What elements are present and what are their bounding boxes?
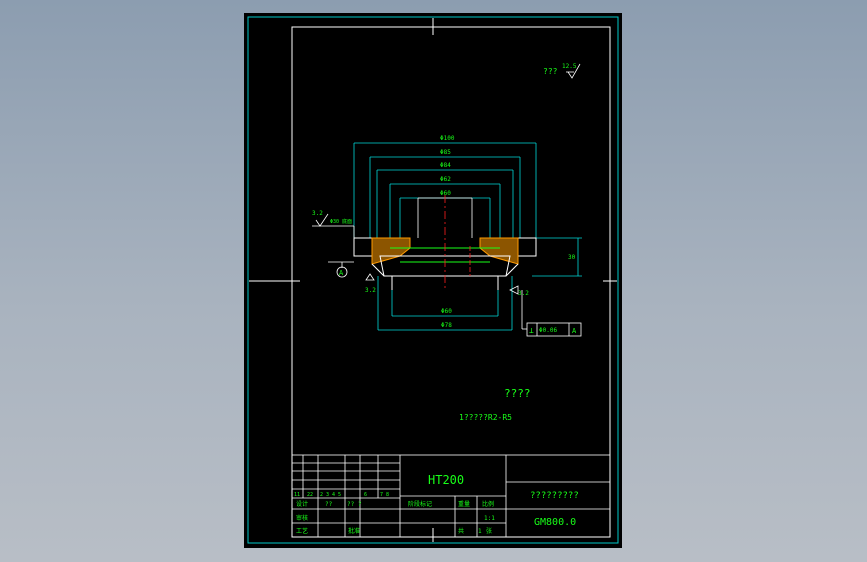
dim-d4: Φ62 — [440, 176, 451, 183]
svg-text:张: 张 — [486, 527, 492, 535]
outer-frame — [247, 16, 619, 544]
svg-text:1: 1 — [478, 528, 482, 535]
roughness-note-value: 12.5 — [562, 63, 577, 70]
svg-text:11: 11 — [294, 492, 300, 498]
svg-text:??: ?? — [325, 501, 333, 508]
dim-height: 30 — [568, 254, 576, 261]
dim-d1: Φ100 — [440, 135, 455, 142]
svg-text:共: 共 — [458, 527, 464, 535]
hatched-body-left — [371, 237, 411, 265]
surface-marks: 3.2 Φ30 底面 3.2 3.2 — [312, 210, 529, 297]
tolerance-datum: A — [572, 327, 577, 335]
dim-bottom-inner: Φ60 — [441, 308, 452, 315]
surface-mark-left-note: Φ30 底面 — [330, 218, 352, 225]
dim-d5: Φ60 — [440, 190, 451, 197]
surface-mark-right: 3.2 — [518, 290, 529, 297]
datum-a: A — [328, 261, 354, 278]
part-section — [353, 195, 537, 290]
svg-text:设计: 设计 — [296, 500, 308, 508]
part-name: ????????? — [530, 491, 579, 501]
centering-marks — [249, 18, 617, 542]
notes-title: ???? — [504, 387, 531, 400]
dim-d3: Φ84 — [440, 162, 451, 169]
title-block-text: HT200 ????????? GM800.0 11 22 2 3 4 5 6 … — [294, 473, 579, 535]
svg-text:?? ?: ?? ? — [347, 501, 362, 508]
svg-text:1:1: 1:1 — [484, 515, 495, 522]
svg-text:2 3 4 5: 2 3 4 5 — [320, 492, 341, 498]
material: HT200 — [428, 473, 464, 487]
svg-text:阶段标记: 阶段标记 — [408, 500, 432, 508]
hatched-body-right — [479, 237, 519, 265]
title-block — [291, 454, 611, 538]
dim-bottom-outer: Φ78 — [441, 322, 452, 329]
svg-text:审核: 审核 — [296, 514, 308, 522]
roughness-note-text: ??? — [543, 67, 558, 76]
surface-mark-left: 3.2 — [312, 210, 323, 217]
surface-mark-datum-left: 3.2 — [365, 287, 376, 294]
dim-d2: Φ85 — [440, 149, 451, 156]
svg-text:22: 22 — [307, 492, 313, 498]
svg-text:工艺: 工艺 — [296, 527, 308, 535]
tolerance-symbol: ⊥ — [529, 326, 534, 335]
datum-label: A — [339, 269, 344, 277]
roughness-note: ??? 12.5 — [543, 63, 581, 79]
svg-text:7 8: 7 8 — [380, 492, 389, 498]
svg-text:比例: 比例 — [482, 500, 494, 508]
drawing-sheet — [244, 13, 622, 548]
notes-line1: 1?????R2-R5 — [459, 413, 512, 422]
svg-text:批准: 批准 — [348, 527, 360, 535]
dimension-labels: Φ100 Φ85 Φ84 Φ62 Φ60 30 Φ60 Φ78 — [440, 135, 576, 329]
svg-text:重量: 重量 — [458, 500, 470, 508]
drawing-number: GM800.0 — [534, 517, 576, 528]
dimension-lines — [353, 142, 582, 331]
tolerance-frame: ⊥ Φ0.06 A — [521, 290, 582, 337]
svg-text:6: 6 — [364, 492, 367, 498]
roughness-symbol — [567, 63, 581, 79]
tolerance-value: Φ0.06 — [539, 327, 557, 334]
